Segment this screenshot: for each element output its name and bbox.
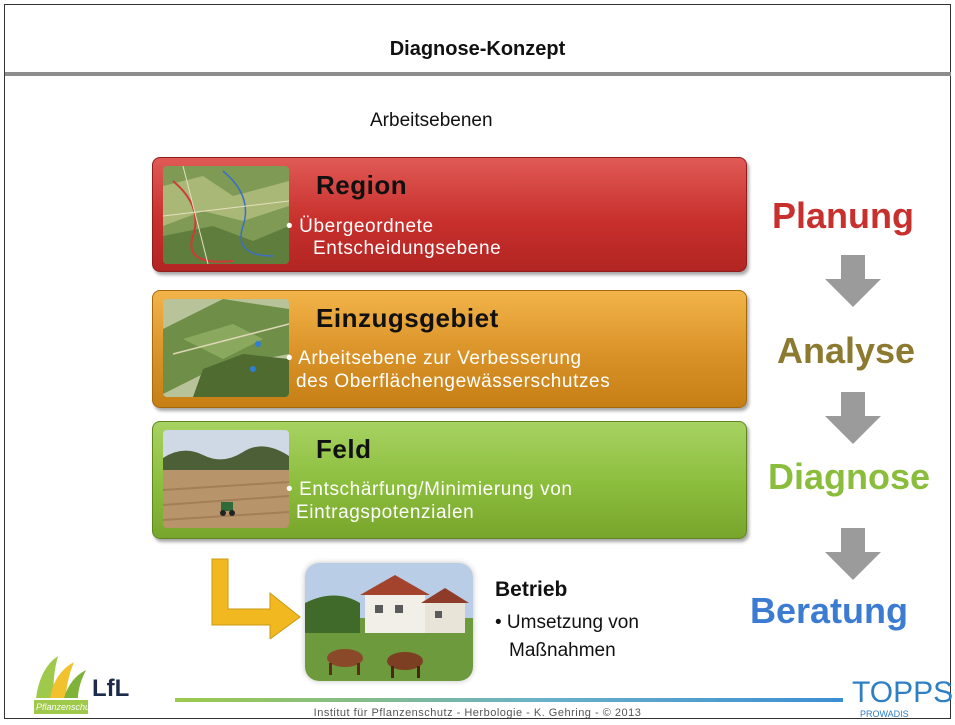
flow-diagnose: Diagnose xyxy=(768,456,931,497)
level-feld-title: Feld xyxy=(316,434,372,464)
level-feld-desc-2: Eintragspotenzialen xyxy=(296,502,475,523)
betrieb-line-2: Maßnahmen xyxy=(509,640,616,661)
lfl-logo: Pflanzenschutz LfL xyxy=(30,648,172,716)
level-feld-box: Feld • Entschärfung/Minimierung von Eint… xyxy=(152,421,747,539)
level-einzugsgebiet-box: Einzugsgebiet • Arbeitsebene zur Verbess… xyxy=(152,290,747,408)
level-einzugsgebiet-desc-2: des Oberflächengewässerschutzes xyxy=(296,371,611,392)
slide-subtitle: Arbeitsebenen xyxy=(370,110,493,131)
level-region-desc-1: • Übergeordnete xyxy=(286,216,434,237)
down-arrow-icon xyxy=(825,255,881,307)
footer-divider xyxy=(175,698,843,702)
down-arrow-icon xyxy=(825,392,881,444)
farm-image xyxy=(305,563,473,681)
flow-planung: Planung xyxy=(772,195,914,236)
level-feld-desc-1: • Entschärfung/Minimierung von xyxy=(286,479,573,500)
level-region-box: Region • Übergeordnete Entscheidungseben… xyxy=(152,157,747,272)
betrieb-line-1: • Umsetzung von xyxy=(495,612,639,633)
catchment-aerial-image xyxy=(163,299,289,397)
betrieb-title: Betrieb xyxy=(495,578,568,601)
title-divider xyxy=(5,72,951,76)
region-map-image xyxy=(163,166,289,264)
svg-text:LfL: LfL xyxy=(92,675,129,702)
level-einzugsgebiet-title: Einzugsgebiet xyxy=(316,303,499,333)
svg-text:PROWADIS: PROWADIS xyxy=(860,709,909,719)
topps-logo: TOPPS PROWADIS xyxy=(848,668,954,720)
field-tractor-image xyxy=(163,430,289,528)
svg-text:TOPPS: TOPPS xyxy=(852,676,953,709)
slide-title: Diagnose-Konzept xyxy=(389,38,566,60)
down-arrow-icon xyxy=(825,528,881,580)
svg-text:Pflanzenschutz: Pflanzenschutz xyxy=(36,702,98,712)
footer-text: Institut für Pflanzenschutz - Herbologie… xyxy=(313,707,642,719)
level-region-desc-2: Entscheidungsebene xyxy=(313,238,502,259)
level-region-title: Region xyxy=(316,170,408,200)
level-einzugsgebiet-desc-1: • Arbeitsebene zur Verbesserung xyxy=(286,348,582,369)
flow-beratung: Beratung xyxy=(750,590,909,631)
bent-arrow-icon xyxy=(211,558,301,639)
slide-frame xyxy=(4,4,951,719)
flow-analyse: Analyse xyxy=(777,330,916,371)
